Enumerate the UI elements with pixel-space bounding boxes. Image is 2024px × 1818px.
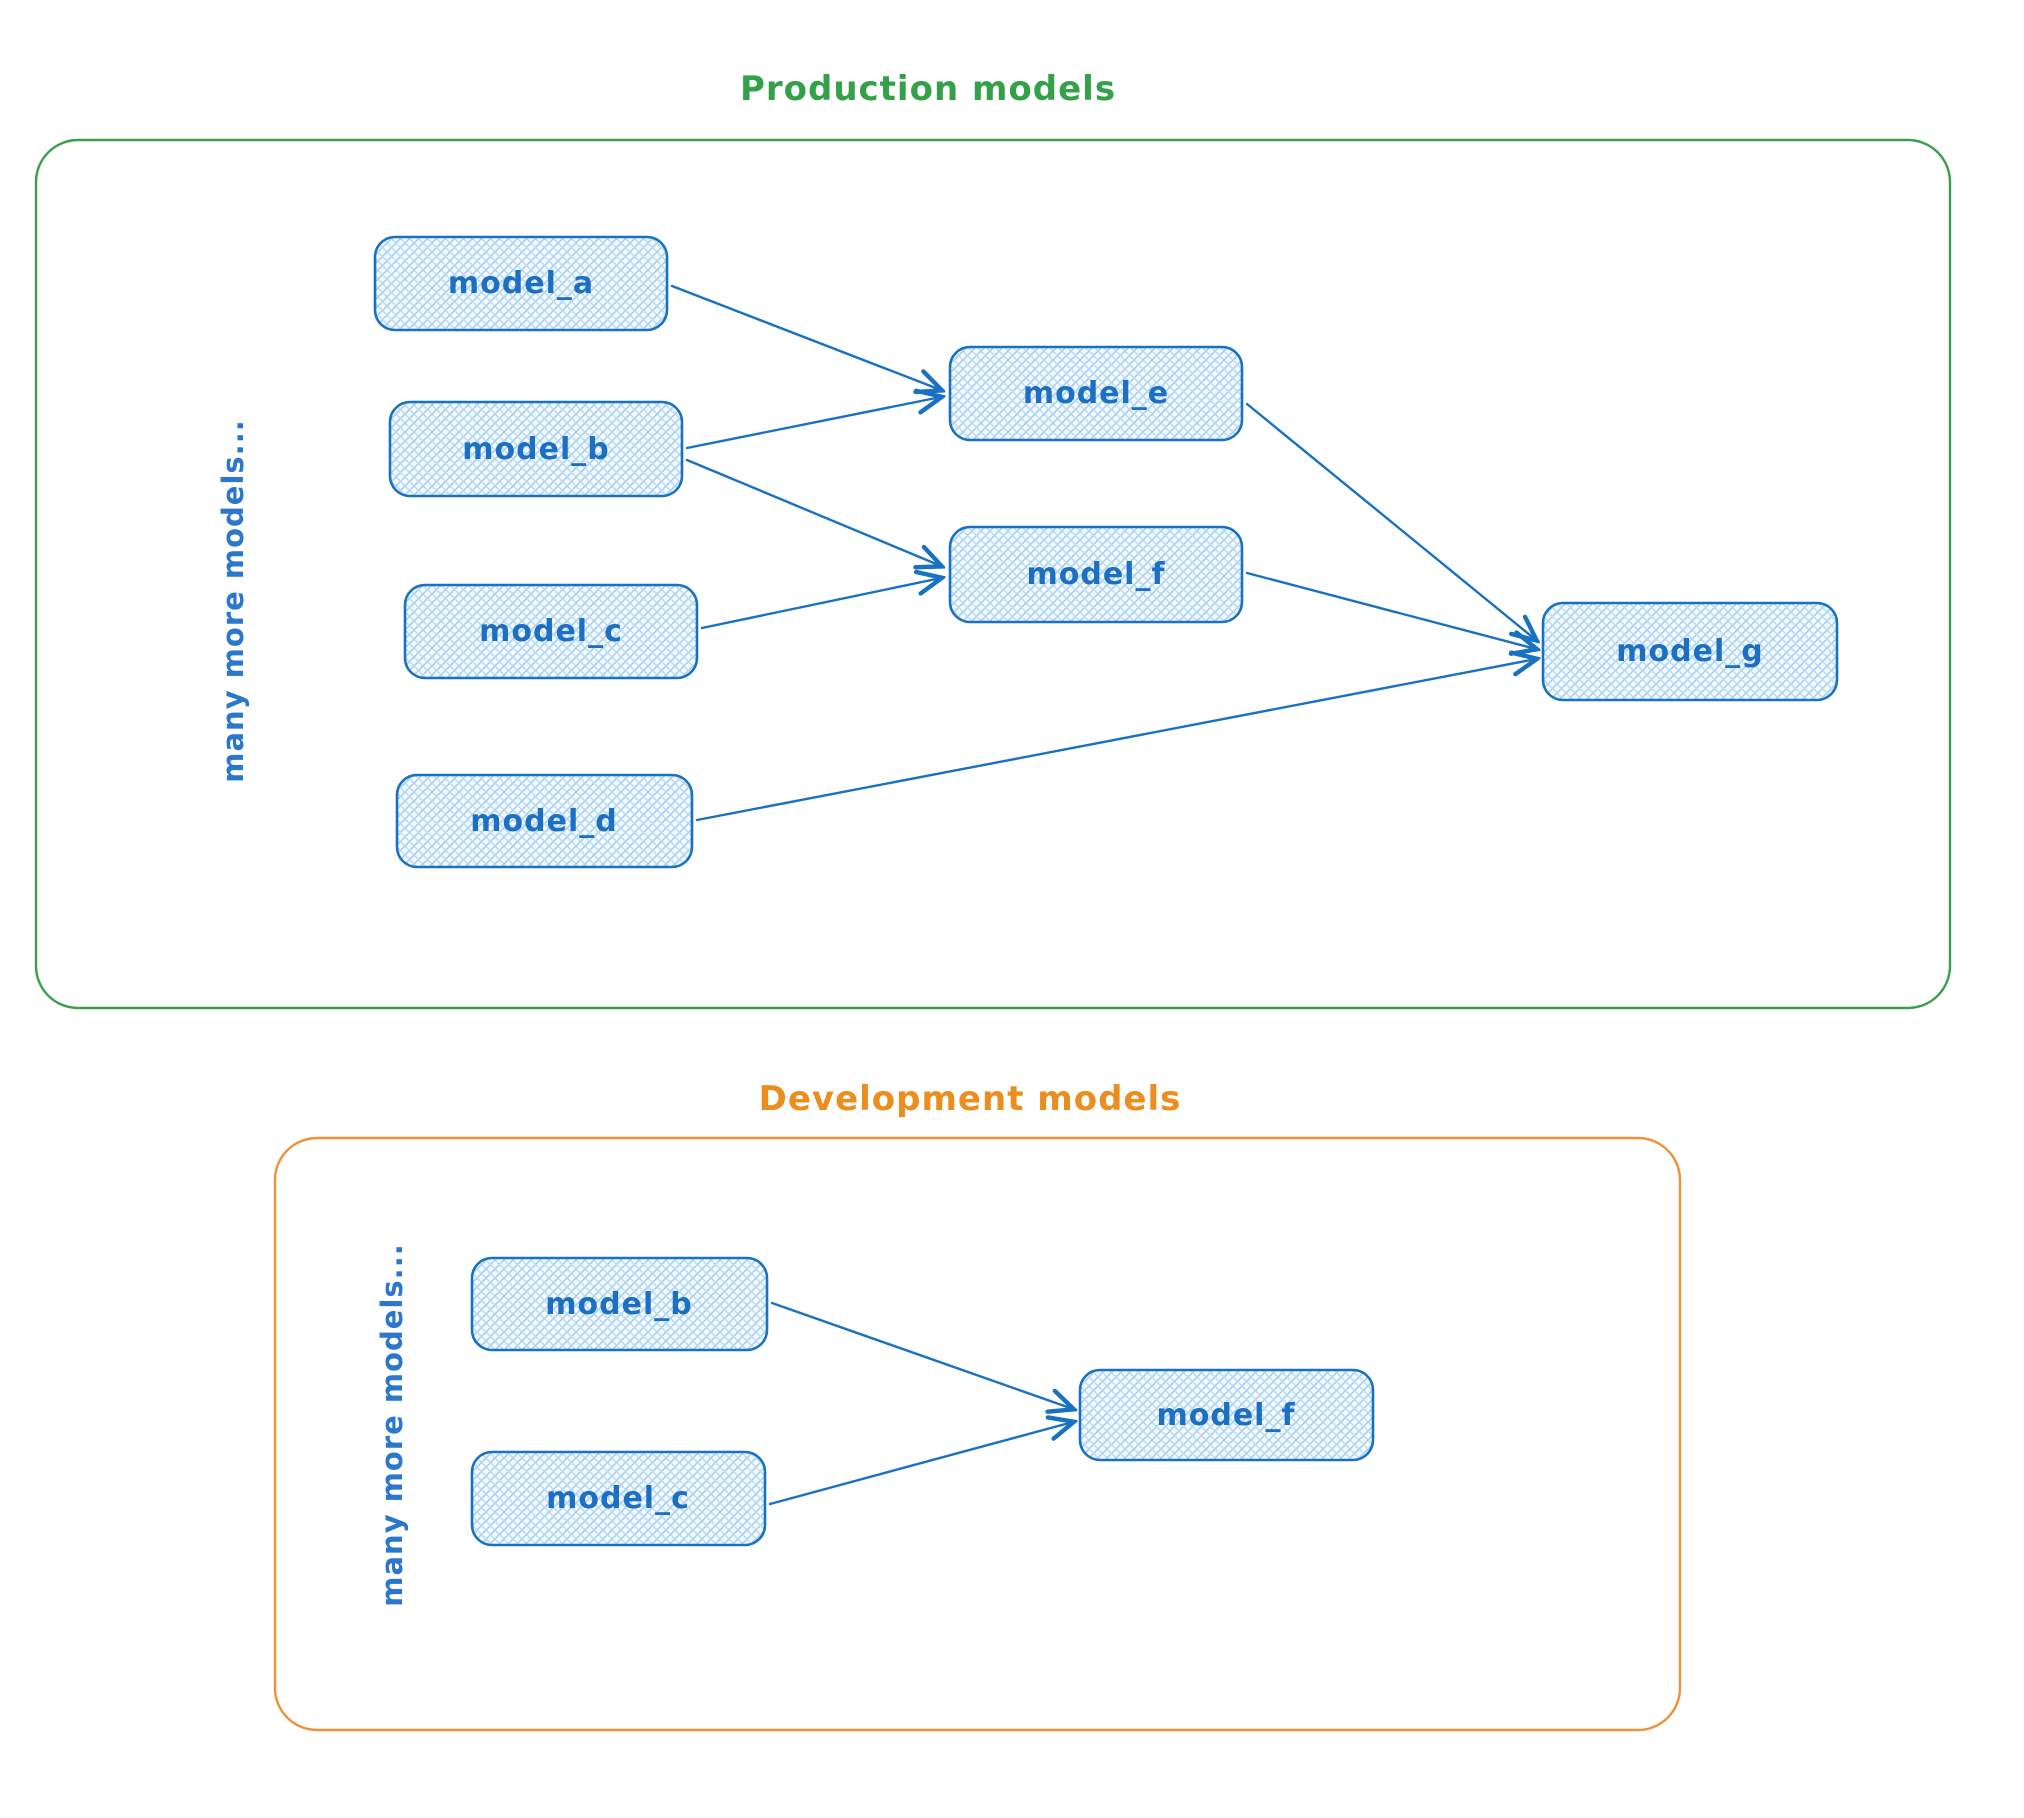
edge-dev-model-c-to-model-f [768,1422,1073,1506]
node-box [1078,1368,1375,1462]
production-edges [670,284,1536,822]
node-production-model-d: model_d [395,773,694,869]
node-production-model-e: model_e [948,345,1244,442]
node-label: model_e [1023,376,1169,411]
node-label: model_g [1616,634,1763,669]
node-box [470,1450,767,1547]
node-label: model_b [462,432,609,467]
node-production-model-a: model_a [373,235,669,332]
node-box [948,525,1244,624]
edge-dev-model-b-to-model-f [770,1301,1073,1409]
production-side-label: many more models... [216,419,250,782]
node-label: model_f [1156,1398,1295,1433]
node-production-model-f: model_f [948,525,1244,624]
edge-model-e-to-model-g [1245,402,1536,640]
node-label: model_c [479,614,623,649]
node-label: model_c [546,1481,690,1516]
node-development-model-c: model_c [470,1450,767,1547]
edge-model-b-to-model-f [685,458,941,566]
edge-model-a-to-model-e [670,284,941,390]
node-development-model-f: model_f [1078,1368,1375,1462]
node-development-model-b: model_b [470,1256,769,1352]
node-box [373,235,669,332]
edge-model-c-to-model-f [700,578,941,630]
development-side-label: many more models... [375,1243,409,1606]
production-title: Production models [740,69,1116,109]
production-container [34,138,1952,1010]
development-section: Development models many more models... m… [273,1079,1682,1732]
node-label: model_a [448,266,594,301]
edge-model-b-to-model-e [685,397,941,450]
development-container [273,1136,1682,1732]
production-section: Production models many more models... mo… [34,69,1952,1010]
node-box [395,773,694,869]
node-production-model-c: model_c [403,583,699,680]
node-box [388,400,684,498]
node-production-model-b: model_b [388,400,684,498]
node-label: model_f [1026,557,1165,592]
edge-model-f-to-model-g [1245,571,1536,649]
development-edges [768,1301,1073,1506]
node-box [403,583,699,680]
node-label: model_d [470,804,617,839]
node-box [1541,601,1839,702]
node-production-model-g: model_g [1541,601,1839,702]
development-title: Development models [759,1079,1182,1119]
edge-model-d-to-model-g [695,659,1536,822]
node-box [470,1256,769,1352]
node-box [948,345,1244,442]
node-label: model_b [545,1287,692,1322]
